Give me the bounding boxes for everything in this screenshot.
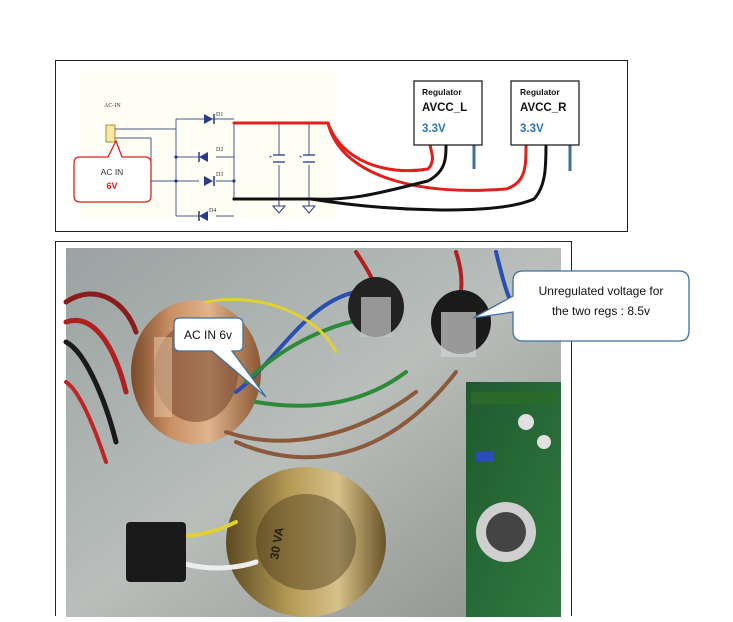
diode-d1	[184, 114, 234, 124]
wiring-photo: 30 VA	[63, 248, 561, 617]
diode-d3	[204, 176, 215, 186]
ac-in-photo-callout-text: AC IN 6v	[184, 328, 232, 342]
regulator-avcc-l: Regulator AVCC_L 3.3V	[413, 80, 483, 146]
ac-in-callout: AC IN 6V	[73, 139, 152, 203]
regulator-r-voltage: 3.3V	[520, 123, 544, 135]
regulator-l-name: AVCC_L	[422, 102, 467, 114]
ac-in-label: AC-IN	[104, 103, 121, 109]
diode-d4	[198, 211, 208, 221]
bottom-left-connector	[126, 522, 186, 582]
regulator-r-title: Regulator	[520, 87, 560, 97]
regulator-l-title: Regulator	[422, 87, 462, 97]
regulator-l-voltage: 3.3V	[422, 123, 446, 135]
svg-text:+: +	[269, 155, 273, 161]
transformer-rating-label: 30 VA	[267, 526, 286, 561]
red-wire	[232, 121, 528, 192]
svg-text:+: +	[299, 155, 303, 161]
d2-label: D2	[216, 147, 223, 153]
capacitor-c2: +	[299, 154, 315, 163]
gold-transformer: 30 VA	[226, 467, 386, 617]
ac-in-photo-callout: AC IN 6v	[173, 317, 267, 398]
d3-label: D3	[216, 172, 223, 178]
ground-symbol-2	[301, 201, 317, 214]
rectifier-schematic: AC-IN	[73, 71, 580, 221]
pcb-board	[466, 382, 561, 617]
diode-d2	[198, 152, 208, 162]
regulator-avcc-r: Regulator AVCC_R 3.3V	[510, 80, 580, 146]
d1-label: D1	[216, 112, 223, 118]
left-wire-bundle	[63, 291, 139, 464]
black-wire	[232, 141, 548, 212]
photo-panel: 30 VA	[55, 241, 572, 617]
top-connector-block	[348, 277, 404, 337]
ac-in-callout-line2: 6V	[106, 181, 117, 191]
ground-symbol-1	[271, 201, 287, 214]
capacitor-c1: +	[269, 154, 285, 163]
d4-label: D4	[209, 208, 216, 214]
ac-in-callout-line1: AC IN	[101, 167, 124, 177]
regulator-r-name: AVCC_R	[520, 102, 567, 114]
schematic-panel: AC-IN	[55, 60, 628, 232]
ac-in-connector	[105, 124, 116, 143]
